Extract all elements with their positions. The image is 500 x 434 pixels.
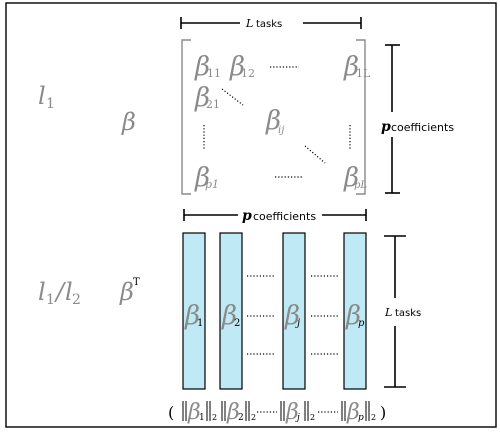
matrix-entry-12: β 12: [229, 52, 255, 82]
bottom-height-symbol: L: [384, 306, 392, 319]
svg-text:l: l: [65, 278, 73, 306]
svg-text:β: β: [187, 400, 201, 425]
bottom-height-text: tasks: [395, 308, 421, 319]
matrix-dots: [203, 66, 351, 178]
svg-text:ij: ij: [278, 125, 284, 136]
top-left-label: l 1: [38, 82, 55, 112]
svg-text:p: p: [358, 413, 364, 423]
column-bar: [182, 232, 206, 390]
bottom-left-label: l 1 / l 2: [38, 278, 81, 308]
beta-column-2: β2: [219, 232, 243, 390]
beta-column-1: β1: [182, 232, 206, 390]
beta-column-p: βp: [343, 232, 367, 390]
matrix-entry-pL: β pL: [343, 163, 367, 193]
bottom-width-text: coefficients: [253, 210, 316, 223]
column-subscript: 1: [197, 318, 203, 329]
l-symbol: l: [38, 82, 46, 110]
svg-text:β: β: [346, 400, 360, 425]
svg-text:2: 2: [310, 413, 315, 422]
svg-text:pL: pL: [354, 180, 367, 191]
svg-text:β: β: [343, 163, 359, 193]
svg-text:/: /: [54, 278, 67, 306]
matrix-entry-ij: β ij: [265, 106, 284, 136]
outer-frame: [5, 2, 497, 428]
svg-text:21: 21: [206, 98, 220, 111]
matrix-entry-11: β 11: [194, 52, 221, 82]
svg-text:2: 2: [238, 413, 244, 423]
svg-text:β: β: [343, 52, 359, 82]
matrix-entry-21: β 21: [194, 83, 220, 113]
column-beta: β: [345, 301, 361, 331]
svg-text:l: l: [38, 278, 46, 306]
svg-text:β: β: [194, 52, 210, 82]
matrix-brackets: [181, 39, 366, 195]
svg-text:1L: 1L: [356, 67, 371, 80]
svg-text:β: β: [229, 52, 245, 82]
svg-text:2: 2: [72, 292, 81, 308]
norm-open-paren: (: [168, 403, 174, 422]
beta-column-j: βj: [282, 232, 306, 390]
svg-text:T: T: [133, 277, 140, 288]
matrix-entries: β 11 β 12 β 1L β 21 β ij β p1 β pL: [194, 52, 371, 193]
l-subscript: 1: [46, 96, 55, 112]
svg-text:p1: p1: [205, 178, 219, 191]
svg-text:2: 2: [212, 413, 217, 422]
svg-text:β: β: [194, 83, 210, 113]
column-bar: [343, 232, 367, 390]
column-bar: [219, 232, 243, 390]
bottom-width-symbol: p: [242, 208, 252, 224]
top-height-text: coefficients: [391, 121, 454, 134]
svg-text:β: β: [119, 278, 134, 306]
bottom-height-annotation: L tasks: [384, 235, 421, 388]
beta-matrix-label: β: [121, 108, 136, 136]
bottom-width-annotation: p coefficients: [183, 208, 367, 224]
top-width-annotation: L tasks: [180, 17, 362, 30]
svg-text:1: 1: [199, 413, 205, 423]
column-dots: [247, 275, 339, 355]
top-width-symbol: L: [245, 17, 253, 30]
svg-text:12: 12: [241, 67, 255, 80]
svg-text:β: β: [285, 400, 299, 425]
top-height-symbol: p: [381, 119, 391, 135]
matrix-entry-1L: β 1L: [343, 52, 371, 82]
column-beta: β: [284, 301, 300, 331]
top-width-text: tasks: [256, 19, 282, 30]
svg-text:2: 2: [251, 413, 256, 422]
svg-text:1: 1: [46, 292, 55, 308]
svg-text:β: β: [226, 400, 240, 425]
beta-transpose-label: β T: [119, 277, 140, 306]
matrix-entry-p1: β p1: [194, 163, 219, 193]
column-subscript: 2: [234, 318, 240, 329]
svg-text:2: 2: [371, 413, 376, 422]
svg-text:j: j: [295, 413, 300, 423]
svg-text:11: 11: [207, 67, 221, 80]
svg-text:β: β: [194, 163, 210, 193]
column-beta: β: [184, 301, 200, 331]
column-subscript: p: [358, 318, 365, 329]
svg-text:β: β: [265, 106, 281, 136]
norm-j: βj 2: [280, 400, 315, 425]
norm-close-paren: ): [380, 403, 386, 422]
column-bar: [282, 232, 306, 390]
column-beta: β: [221, 301, 237, 331]
column-subscript: j: [295, 318, 300, 329]
top-height-annotation: p coefficients: [381, 44, 454, 194]
